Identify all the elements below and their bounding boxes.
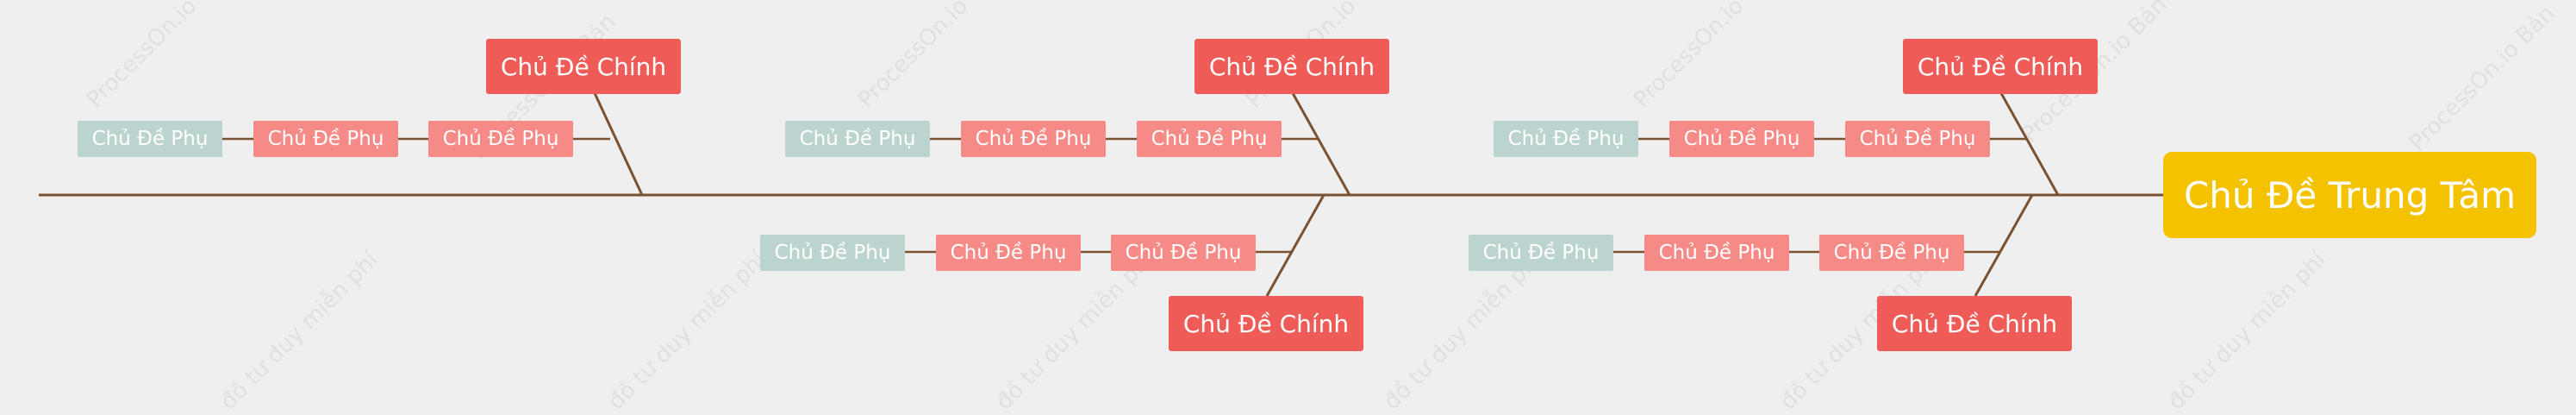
subtopic-node[interactable]: Chủ Đề Phụ (1644, 235, 1789, 271)
branch-0-bone (593, 92, 644, 196)
main-topic-node[interactable]: Chủ Đề Chính (1903, 39, 2098, 94)
main-topic-node[interactable]: Chủ Đề Chính (1194, 39, 1389, 94)
branch-3-bone (1265, 194, 1325, 297)
subtopic-node[interactable]: Chủ Đề Phụ (1111, 235, 1256, 271)
main-topic-node[interactable]: Chủ Đề Chính (486, 39, 681, 94)
subtopic-node[interactable]: Chủ Đề Phụ (1137, 121, 1282, 157)
subtopic-node[interactable]: Chủ Đề Phụ (1669, 121, 1814, 157)
main-topic-node[interactable]: Chủ Đề Chính (1169, 296, 1363, 351)
branch-4-bone (1974, 194, 2034, 297)
subtopic-node[interactable]: Chủ Đề Phụ (1819, 235, 1964, 271)
subtopic-node[interactable]: Chủ Đề Phụ (78, 121, 222, 157)
fishbone-diagram: ProcessOn.io Bản đồ tư duy miễn phí Proc… (39, 0, 2560, 415)
branch-2-bone (1999, 92, 2060, 196)
center-topic[interactable]: Chủ Đề Trung Tâm (2163, 152, 2536, 238)
subtopic-node[interactable]: Chủ Đề Phụ (253, 121, 398, 157)
subtopic-node[interactable]: Chủ Đề Phụ (785, 121, 930, 157)
subtopic-node[interactable]: Chủ Đề Phụ (961, 121, 1106, 157)
subtopic-node[interactable]: Chủ Đề Phụ (1469, 235, 1613, 271)
subtopic-node[interactable]: Chủ Đề Phụ (1494, 121, 1638, 157)
subtopic-node[interactable]: Chủ Đề Phụ (760, 235, 905, 271)
main-topic-node[interactable]: Chủ Đề Chính (1877, 296, 2072, 351)
subtopic-node[interactable]: Chủ Đề Phụ (1845, 121, 1990, 157)
branch-1-bone (1291, 92, 1351, 196)
subtopic-node[interactable]: Chủ Đề Phụ (428, 121, 573, 157)
subtopic-node[interactable]: Chủ Đề Phụ (936, 235, 1081, 271)
